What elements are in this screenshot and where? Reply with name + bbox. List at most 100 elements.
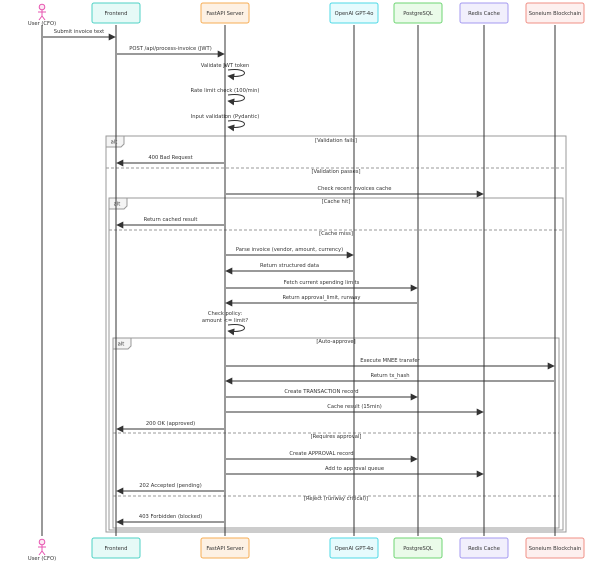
participant-label: Frontend <box>105 546 128 552</box>
actor-head-icon <box>38 3 46 11</box>
message-label: POST /api/process-invoice (JWT) <box>129 46 212 52</box>
participant-frontend-top: Frontend <box>91 2 141 24</box>
message-label: Return approval_limit, runway <box>282 295 360 301</box>
lifelines-layer <box>41 25 556 536</box>
participant-box <box>200 2 250 24</box>
actor-leg-icon <box>41 550 46 556</box>
fragment-guard: [Cache miss] <box>319 231 353 237</box>
fragment-type-label: alt <box>118 342 125 348</box>
fragment-frame <box>105 135 567 533</box>
message-label: Submit invoice text <box>54 29 104 35</box>
participant-api-bottom: FastAPI Server <box>200 537 250 559</box>
participant-label: User (CFO) <box>28 556 56 562</box>
message-label: Create APPROVAL record <box>289 451 353 457</box>
participant-openai-bottom: OpenAI GPT-4o <box>329 537 379 559</box>
fragment-type-label: alt <box>114 202 121 208</box>
participant-box <box>459 2 509 24</box>
actor-user-top: User (CFO) <box>28 3 56 27</box>
fragment-guard: [Validation fails] <box>315 138 357 144</box>
message-label: Return cached result <box>144 217 198 223</box>
fragment-alt-1: alt [Validation fails] [Validation passes] <box>105 135 567 533</box>
message-label: Parse invoice (vendor, amount, currency) <box>236 247 343 253</box>
actor-leg-icon <box>38 15 43 21</box>
participant-box <box>329 537 379 559</box>
message-11: Fetch current spending limits <box>226 280 418 292</box>
participant-label: Soneium Blockchain <box>529 11 581 17</box>
fragment-tag <box>105 135 125 148</box>
fragment-guard: [Cache hit] <box>322 199 351 205</box>
actor-leg-icon <box>41 15 46 21</box>
message-19: Create APPROVAL record <box>226 451 418 463</box>
message-label: Cache result (15min) <box>327 404 382 410</box>
participant-label: User (CFO) <box>28 21 56 27</box>
message-label: Rate limit check (100/min) <box>191 88 260 94</box>
message-6: 400 Bad Request <box>116 155 224 167</box>
participant-label: Redis Cache <box>468 11 500 17</box>
message-label: Fetch current spending limits <box>284 280 360 286</box>
participant-label: Frontend <box>105 11 128 17</box>
message-4: Rate limit check (100/min) <box>191 88 260 106</box>
participant-box <box>200 537 250 559</box>
fragment-guard: [Validation passes] <box>311 169 360 175</box>
fragment-tag <box>108 197 128 210</box>
participant-box <box>91 537 141 559</box>
self-message-arrow <box>227 120 245 132</box>
message-21: 202 Accepted (pending) <box>116 483 224 495</box>
message-label: Return structured data <box>260 263 319 269</box>
participant-box <box>525 537 585 559</box>
message-label: Return tx_hash <box>370 373 409 379</box>
message-10: Return structured data <box>225 263 353 275</box>
participant-chain-top: Soneium Blockchain <box>525 2 585 24</box>
actor-user-bottom: User (CFO) <box>28 538 56 562</box>
fragment-frame <box>108 197 564 531</box>
message-5: Input validation (Pydantic) <box>191 114 260 132</box>
message-17: Cache result (15min) <box>226 404 484 416</box>
message-label: Add to approval queue <box>325 466 384 472</box>
participant-box <box>393 2 443 24</box>
message-label: 200 OK (approved) <box>146 421 195 427</box>
message-label: 400 Bad Request <box>148 155 192 161</box>
message-12: Return approval_limit, runway <box>225 295 417 307</box>
participant-box <box>329 2 379 24</box>
participant-frontend-bottom: Frontend <box>91 537 141 559</box>
message-1: Submit invoice text <box>43 29 116 41</box>
fragments-layer: alt [Validation fails] [Validation passes]… <box>105 135 567 533</box>
actor-head-icon <box>38 538 46 546</box>
participant-box <box>459 537 509 559</box>
message-22: 403 Forbidden (blocked) <box>116 514 224 526</box>
fragment-alt-3: alt[Auto-approve][Requires approval][Rej… <box>112 337 560 529</box>
participant-pg-top: PostgreSQL <box>393 2 443 24</box>
self-message-arrow <box>227 69 245 81</box>
participant-label: Redis Cache <box>468 546 500 552</box>
message-3: Validate JWT token <box>201 63 249 81</box>
participant-box <box>91 2 141 24</box>
participant-chain-bottom: Soneium Blockchain <box>525 537 585 559</box>
message-15: Return tx_hash <box>225 373 554 385</box>
participant-redis-top: Redis Cache <box>459 2 509 24</box>
message-label: Input validation (Pydantic) <box>191 114 260 120</box>
participant-label: PostgreSQL <box>403 11 433 17</box>
message-9: Parse invoice (vendor, amount, currency) <box>226 247 354 259</box>
message-14: Execute MNEE transfer <box>226 358 555 370</box>
participant-openai-top: OpenAI GPT-4o <box>329 2 379 24</box>
participant-label: OpenAI GPT-4o <box>335 11 374 17</box>
message-label: 202 Accepted (pending) <box>139 483 202 489</box>
message-16: Create TRANSACTION record <box>226 389 418 401</box>
fragment-tag <box>112 337 132 350</box>
message-13: Check policy:amount <= limit? <box>202 311 248 336</box>
message-label: Check policy: <box>208 311 242 317</box>
self-message-arrow <box>227 94 245 106</box>
participant-label: PostgreSQL <box>403 546 433 552</box>
message-label: 403 Forbidden (blocked) <box>139 514 202 520</box>
participant-label: Soneium Blockchain <box>529 546 581 552</box>
fragment-alt-2: alt [Cache hit] [Cache miss] <box>108 197 564 531</box>
message-label: Create TRANSACTION record <box>284 389 358 395</box>
participant-label: FastAPI Server <box>206 546 244 552</box>
participant-pg-bottom: PostgreSQL <box>393 537 443 559</box>
fragment-type-label: alt <box>111 140 118 146</box>
participant-redis-bottom: Redis Cache <box>459 537 509 559</box>
message-20: Add to approval queue <box>226 466 484 478</box>
